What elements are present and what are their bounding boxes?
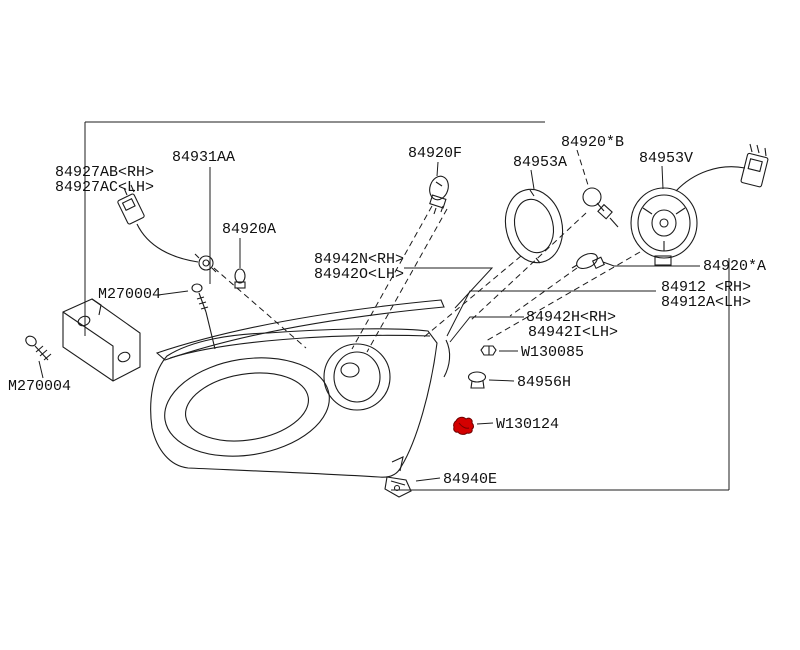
harness-connector-drawing: [740, 143, 769, 188]
clip-w130124-highlight: [453, 416, 474, 435]
part-label-84953a: 84953A: [513, 154, 567, 171]
part-label-84920f: 84920F: [408, 145, 462, 162]
molding-strip-drawing: [155, 299, 445, 361]
part-label-84942n-rh: 84942N<RH>: [314, 251, 404, 268]
part-label-84920a: 84920A: [222, 221, 276, 238]
grommet-84956h-drawing: [467, 371, 487, 389]
foglamp-84953v-drawing: [630, 166, 746, 266]
part-label-84927ac-lh: 84927AC<LH>: [55, 179, 154, 196]
part-label-84912a-lh: 84912A<LH>: [661, 294, 751, 311]
part-label-w130124: W130124: [496, 416, 559, 433]
bulb-84920f-drawing: [429, 175, 449, 215]
part-label-84942o-lh: 84942O<LH>: [314, 266, 404, 283]
ring-84953a-drawing: [504, 188, 564, 264]
part-label-84912-rh: 84912 <RH>: [661, 279, 751, 296]
screw-m270004-top-drawing: [191, 283, 216, 350]
part-label-84931aa: 84931AA: [172, 149, 235, 166]
headlamp-assembly-drawing: [150, 328, 451, 478]
clip-w130085-drawing: [480, 345, 497, 356]
mounting-bracket-drawing: [62, 298, 141, 382]
part-labels: 84931AA 84927AB<RH> 84927AC<LH> 84920A M…: [8, 134, 766, 488]
dashed-leader-lines: [213, 149, 641, 353]
part-label-84920-star-a: 84920*A: [703, 258, 766, 275]
bulb-84920a-star-drawing: [571, 252, 605, 270]
part-label-84956h: 84956H: [517, 374, 571, 391]
part-label-84940e: 84940E: [443, 471, 497, 488]
part-label-84953v: 84953V: [639, 150, 693, 167]
bulb-84920a-drawing: [234, 268, 246, 289]
part-label-w130085: W130085: [521, 344, 584, 361]
leader-lines: [38, 161, 700, 482]
bracket-84940e-drawing: [384, 476, 412, 498]
screw-m270004-left-drawing: [25, 335, 52, 361]
frame-lines: [84, 121, 730, 491]
part-label-84920-star-b: 84920*B: [561, 134, 624, 151]
part-label-m270004-top: M270004: [98, 286, 161, 303]
part-label-84942i-lh: 84942I<LH>: [528, 324, 618, 341]
part-label-84927ab-rh: 84927AB<RH>: [55, 164, 154, 181]
bulb-84920b-drawing: [582, 187, 619, 228]
part-label-m270004-left: M270004: [8, 378, 71, 395]
wiring-harness-drawing: [117, 184, 217, 273]
part-label-84942h-rh: 84942H<RH>: [526, 309, 616, 326]
